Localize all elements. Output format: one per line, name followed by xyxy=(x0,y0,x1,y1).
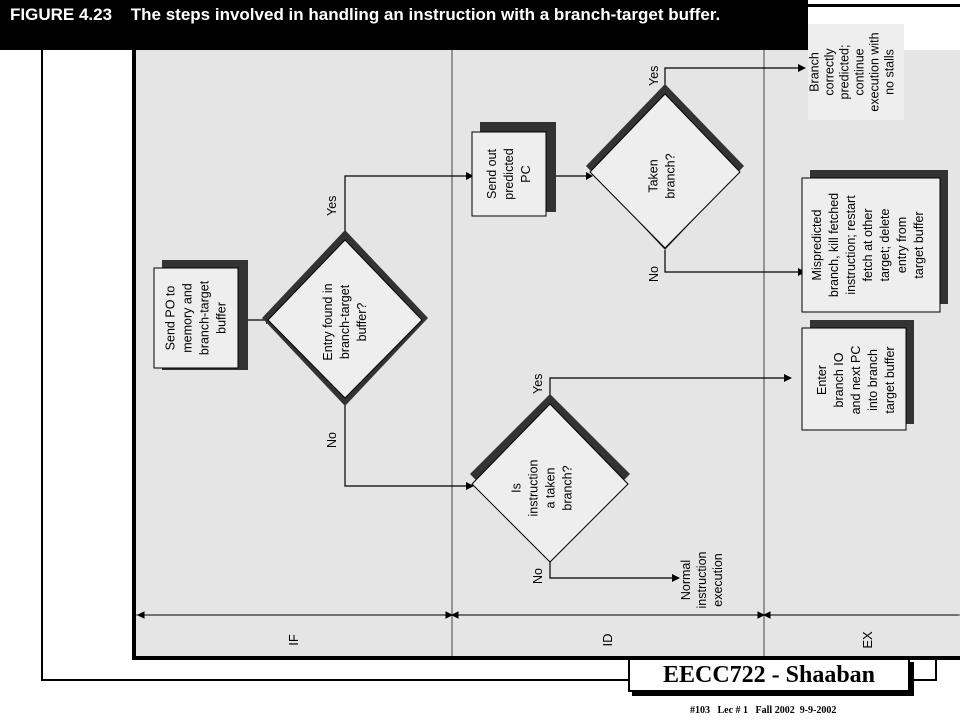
svg-text:Branchcorrectlypredicted;conti: Branchcorrectlypredicted;continueexecuti… xyxy=(808,32,897,111)
course-title: EECC722 - Shaaban xyxy=(662,662,876,688)
slide-frame xyxy=(41,50,937,681)
label-no-taken: No xyxy=(647,266,661,282)
course-title-box: EECC722 - Shaaban xyxy=(628,658,910,692)
figure-caption-bar: FIGURE 4.23 The steps involved in handli… xyxy=(0,0,808,50)
label-yes-entry: Yes xyxy=(325,196,339,216)
figure-number: FIGURE 4.23 xyxy=(10,5,113,24)
stage-label-if: IF xyxy=(286,634,301,646)
stage-span-arrows xyxy=(136,611,958,619)
label-yes-is-taken: Yes xyxy=(531,374,545,394)
label-no-entry: No xyxy=(325,432,339,448)
figure-panel-top-edge xyxy=(808,4,960,7)
figure-caption: The steps involved in handling an instru… xyxy=(130,5,721,24)
stage-label-id: ID xyxy=(600,634,615,647)
connectors xyxy=(238,67,800,579)
stage-label-ex: EX xyxy=(860,631,875,649)
label-no-is-taken: No xyxy=(531,568,545,584)
slide-footer: #103 Lec # 1 Fall 2002 9-9-2002 xyxy=(690,705,837,716)
node-correct-prediction: Branchcorrectlypredicted;continueexecuti… xyxy=(808,24,904,120)
label-yes-taken: Yes xyxy=(647,66,661,86)
